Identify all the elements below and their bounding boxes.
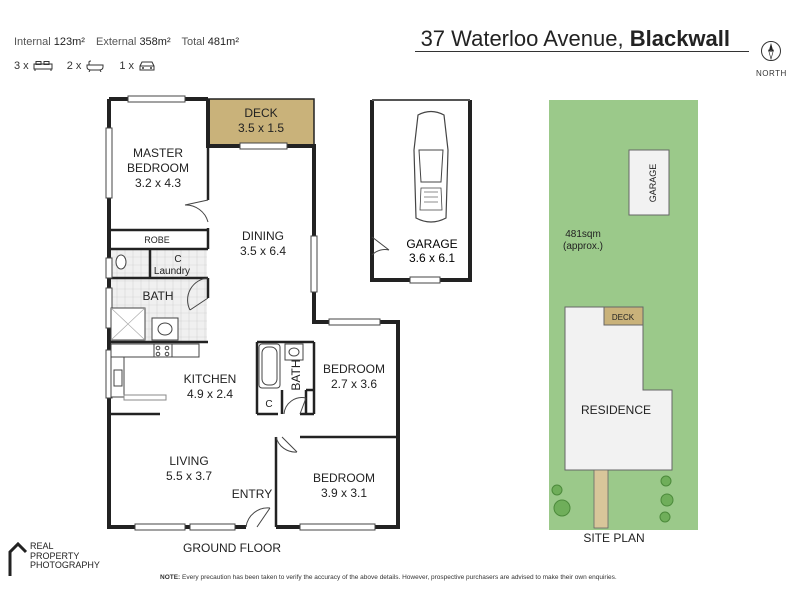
north-label: NORTH: [756, 69, 787, 78]
header-rule: [415, 51, 749, 52]
toilet-1: [115, 254, 127, 270]
external-value: 358m²: [139, 36, 171, 48]
site-shrub: [660, 475, 672, 487]
sink: [113, 369, 123, 387]
bed-icon: [33, 61, 53, 71]
site-residence-label: RESIDENCE: [581, 403, 651, 417]
robe-name: ROBE: [144, 235, 170, 245]
address-title: 37 Waterloo Avenue, Blackwall: [421, 26, 730, 52]
total-label: Total: [181, 36, 205, 48]
total-value: 481m²: [207, 36, 239, 48]
house-plan: DECK 3.5 x 1.5 MASTER BEDROOM 3.2 x 4.3 …: [105, 95, 400, 555]
living-name: LIVING: [169, 454, 208, 468]
site-plan: 481sqm (approx.) GARAGE DECK RESIDENCE S…: [549, 100, 698, 545]
master-size: 3.2 x 4.3: [135, 176, 181, 190]
garage-size: 3.6 x 6.1: [409, 251, 455, 265]
feature-counts: 3 x 2 x 1 x: [14, 60, 156, 72]
site-shrub: [551, 484, 563, 496]
bath-icon: [86, 60, 104, 72]
internal-value: 123m²: [53, 36, 85, 48]
windows: [105, 95, 381, 531]
external-label: External: [96, 36, 137, 48]
master-name-1: MASTER: [133, 146, 183, 160]
bath-count: 2 x: [67, 60, 106, 72]
note-text: Every precaution has been taken to verif…: [182, 574, 617, 581]
cooktop: [153, 343, 173, 358]
deck-name: DECK: [244, 106, 277, 120]
bed-count: 3 x: [14, 60, 53, 72]
entry-name: ENTRY: [232, 487, 272, 501]
bedroom2-size: 2.7 x 3.6: [331, 377, 377, 391]
c2-name: C: [265, 399, 272, 410]
living-size: 5.5 x 3.7: [166, 469, 212, 483]
site-deck: [603, 306, 644, 326]
bath2-name: BATH: [289, 359, 303, 390]
floor-plan-title: GROUND FLOOR: [183, 541, 281, 555]
site-approx: (approx.): [563, 241, 603, 252]
car-icon: [139, 61, 155, 71]
island-bench: [123, 394, 167, 401]
area-summary: Internal 123m² External 358m² Total 481m…: [14, 36, 247, 48]
car-count: 1 x: [119, 60, 156, 72]
room-labels: DECK 3.5 x 1.5 MASTER BEDROOM 3.2 x 4.3 …: [127, 106, 385, 501]
site-driveway: [593, 469, 609, 529]
site-plan-title: SITE PLAN: [583, 531, 644, 545]
garage-plan: GARAGE 3.6 x 6.1: [370, 99, 472, 284]
logo-mark-icon: [8, 542, 28, 576]
compass-icon: [761, 41, 781, 61]
address-street: 37 Waterloo Avenue,: [420, 26, 624, 51]
deck-area: [207, 98, 315, 147]
site-deck-label: DECK: [612, 313, 635, 322]
car-count-value: 1 x: [119, 60, 135, 72]
logo-line-2: PROPERTY: [30, 550, 80, 561]
car-icon: [413, 110, 449, 223]
bed-count-value: 3 x: [14, 60, 29, 72]
dining-name: DINING: [242, 229, 284, 243]
kitchen-size: 4.9 x 2.4: [187, 387, 233, 401]
bedroom2-name: BEDROOM: [323, 362, 385, 376]
laundry-c: C: [174, 254, 181, 265]
note-label: NOTE:: [160, 574, 181, 581]
kitchen-name: KITCHEN: [184, 372, 237, 386]
site-garage-label: GARAGE: [648, 164, 658, 203]
laundry-name: Laundry: [154, 266, 190, 277]
logo-line-3: PHOTOGRAPHY: [30, 560, 100, 570]
fixtures: [110, 254, 304, 401]
site-area: 481sqm: [565, 229, 601, 240]
master-name-2: BEDROOM: [127, 161, 189, 175]
interior-walls: [109, 146, 398, 527]
dining-size: 3.5 x 6.4: [240, 244, 286, 258]
logo-line-1: REAL: [30, 541, 54, 551]
door-swings: [184, 199, 307, 528]
bath-count-value: 2 x: [66, 60, 82, 72]
internal-label: Internal: [14, 36, 51, 48]
site-shrub: [660, 493, 674, 507]
garage-name: GARAGE: [406, 237, 457, 251]
site-shrub: [553, 499, 571, 517]
bedroom3-size: 3.9 x 3.1: [321, 486, 367, 500]
address-suburb: Blackwall: [629, 26, 730, 51]
garage-window: [409, 276, 441, 284]
garage-side-door-swing: [371, 236, 390, 256]
deck-size: 3.5 x 1.5: [238, 121, 284, 135]
site-garage: [628, 149, 670, 216]
bedroom3-name: BEDROOM: [313, 471, 375, 485]
north-indicator: NORTH: [756, 40, 786, 78]
disclaimer-note: NOTE: Every precaution has been taken to…: [160, 574, 617, 581]
site-shrub: [659, 511, 671, 523]
bath1-name: BATH: [142, 289, 173, 303]
